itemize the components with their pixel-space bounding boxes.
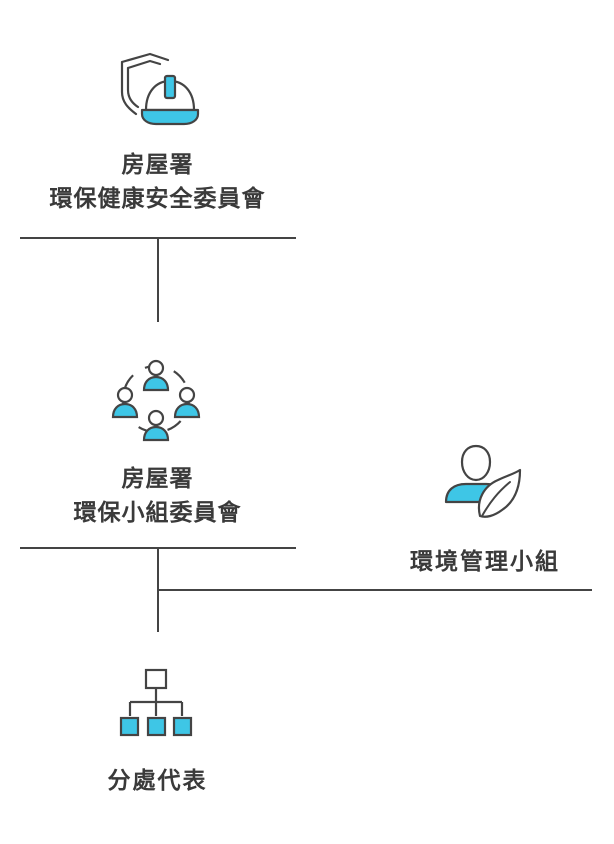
committee-mid-line1: 房屋署: [121, 466, 194, 492]
person-leaf-icon: [444, 444, 522, 518]
committee-top-label: 房屋署 環保健康安全委員會: [10, 148, 305, 216]
committee-mid-line2: 環保小組委員會: [73, 500, 242, 526]
branch-reps-label: 分處代表: [107, 768, 208, 794]
org-chart-icon: [119, 668, 193, 737]
safety-helmet-shield-icon: [120, 52, 200, 126]
committee-mid-label: 房屋署 環保小組委員會: [10, 462, 305, 530]
branch-connector: [158, 589, 592, 591]
env-team-label: 環境管理小組: [410, 549, 560, 575]
people-circle-icon: [111, 359, 201, 442]
committee-top-line2: 環保健康安全委員會: [49, 186, 266, 212]
committee-top-line1: 房屋署: [121, 152, 194, 178]
top-connector: [157, 238, 159, 322]
